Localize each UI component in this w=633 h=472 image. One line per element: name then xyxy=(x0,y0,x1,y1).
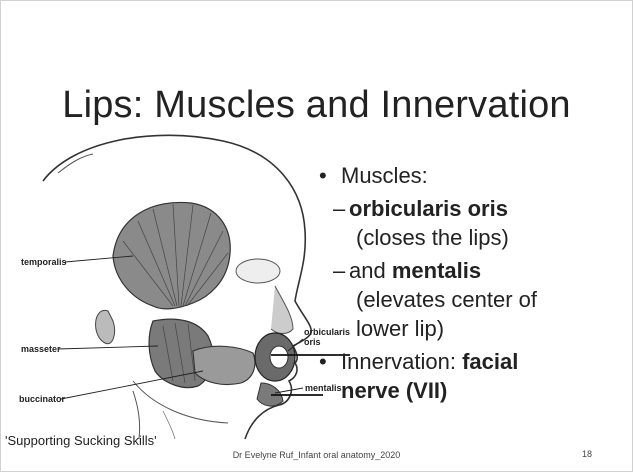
bullet-muscles: • Muscles: xyxy=(319,161,629,190)
anatomy-illustration: temporalis masseter buccinator orbicular… xyxy=(13,121,353,441)
label-masseter: masseter xyxy=(21,344,61,354)
buccinator-muscle xyxy=(193,346,255,384)
eye-socket xyxy=(236,259,280,283)
innervation-nerve-2: nerve (VII) xyxy=(341,378,447,403)
page-number: 18 xyxy=(582,449,592,459)
neck-muscle-line xyxy=(163,411,175,439)
label-temporalis: temporalis xyxy=(21,257,67,267)
face-muscles-drawing: temporalis masseter buccinator orbicular… xyxy=(13,121,353,441)
bullet-list: • Muscles: – orbicularis oris (closes th… xyxy=(319,161,629,405)
orbicularis-desc: (closes the lips) xyxy=(349,223,629,252)
mouth-opening xyxy=(270,346,288,368)
bullet-innervation: • Innervation: facial nerve (VII) xyxy=(319,347,629,405)
figure-caption: 'Supporting Sucking Skills' xyxy=(5,433,157,448)
dash: – xyxy=(333,194,345,223)
mentalis-name: mentalis xyxy=(392,258,481,283)
sub-bullet-mentalis: – and mentalis (elevates center of lower… xyxy=(319,256,629,343)
orbicularis-name: orbicularis oris xyxy=(349,196,508,221)
sub-bullet-orbicularis: – orbicularis oris (closes the lips) xyxy=(319,194,629,252)
innervation-label: Innervation: xyxy=(341,349,456,374)
dash: – xyxy=(333,256,345,285)
muscles-heading: Muscles: xyxy=(341,163,428,188)
mentalis-desc-1: (elevates center of xyxy=(349,285,629,314)
head-outline-inner xyxy=(58,154,93,173)
label-buccinator: buccinator xyxy=(19,394,66,404)
mentalis-prefix: and xyxy=(349,258,386,283)
nose xyxy=(271,286,293,334)
bullet-dot: • xyxy=(319,347,327,376)
innervation-nerve-1: facial xyxy=(462,349,518,374)
ear-shape xyxy=(96,310,115,343)
bullet-dot: • xyxy=(319,161,327,190)
slide-footer: Dr Evelyne Ruf_Infant oral anatomy_2020 xyxy=(1,450,632,460)
mentalis-desc-2: lower lip) xyxy=(349,314,629,343)
temporalis-muscle xyxy=(113,202,230,308)
neck-line xyxy=(133,391,140,439)
